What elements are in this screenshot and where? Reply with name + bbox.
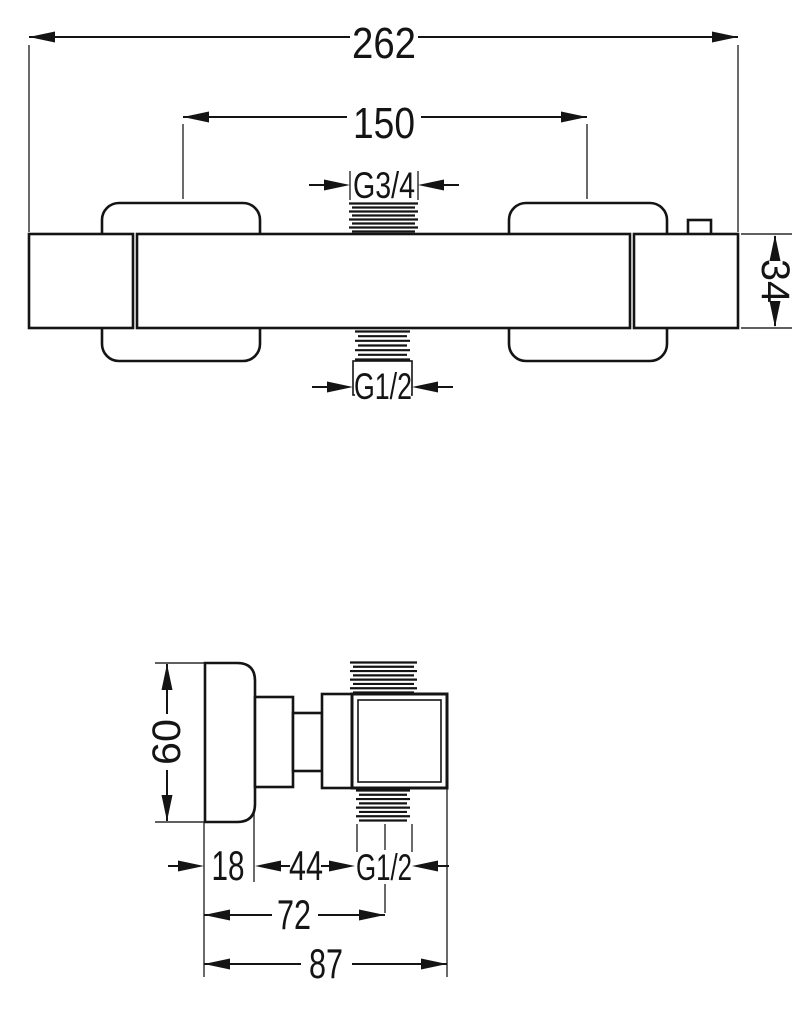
connecting-neck xyxy=(291,711,324,773)
dim-top-thread-label: G3/4 xyxy=(353,165,415,206)
label-mask xyxy=(355,374,411,400)
dim-handle-to-outlet-label: 72 xyxy=(277,891,311,938)
front-dimension-arrows xyxy=(29,31,781,393)
valve-body-inner-face xyxy=(357,699,442,783)
bottom-thread-g12 xyxy=(355,330,410,361)
front-view: 262 150 G3/4 34 G1/2 xyxy=(27,19,797,407)
left-end-cap xyxy=(27,232,135,330)
dim-handle-depth-label: 18 xyxy=(212,842,245,889)
dim-handle-height-label: 60 xyxy=(145,719,189,765)
side-top-thread-g34 xyxy=(350,661,417,694)
right-end-cap xyxy=(632,232,740,330)
front-extension-lines xyxy=(28,45,792,329)
dim-total-width-label: 262 xyxy=(352,19,416,68)
side-view: 60 18 44 G1/2 72 87 xyxy=(145,661,449,987)
dim-outlet-thread-label: G1/2 xyxy=(356,847,412,888)
dim-handle-distance-label: 150 xyxy=(353,99,415,148)
front-dimension-lines xyxy=(29,36,776,388)
dim-body-height-label: 34 xyxy=(753,259,797,303)
dim-total-depth-label: 87 xyxy=(309,940,343,987)
dim-body-depth-label: 44 xyxy=(289,842,323,889)
side-extension-lines xyxy=(155,662,448,977)
mixer-bar-body xyxy=(135,232,632,330)
side-bottom-thread-g12 xyxy=(356,789,410,822)
side-dimension-arrows xyxy=(161,664,447,970)
dim-bottom-thread-label: G1/2 xyxy=(354,366,412,407)
top-thread-g34 xyxy=(349,202,418,233)
handle-side-profile xyxy=(203,661,257,824)
cartridge-housing xyxy=(253,695,295,789)
